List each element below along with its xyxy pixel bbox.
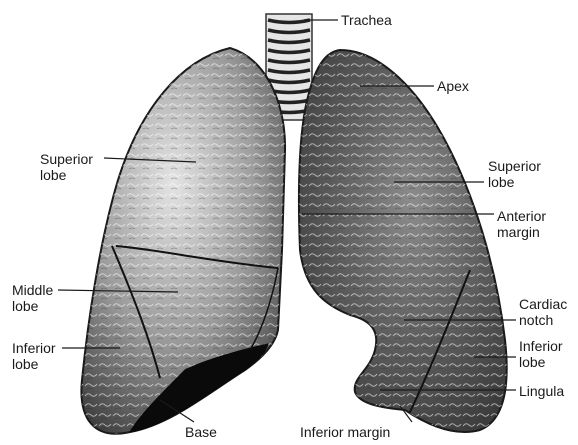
label-lingula: Lingula xyxy=(519,383,564,399)
label-superior-lobe-right: Superior lobe xyxy=(40,151,93,183)
label-middle-lobe: Middle lobe xyxy=(12,282,53,314)
label-superior-lobe-left: Superior lobe xyxy=(488,158,541,190)
label-base: Base xyxy=(185,424,217,440)
label-apex: Apex xyxy=(437,78,469,94)
label-anterior-margin: Anterior margin xyxy=(497,208,546,240)
label-inferior-lobe-left: Inferior lobe xyxy=(519,338,563,370)
label-inferior-margin: Inferior margin xyxy=(300,424,390,440)
label-inferior-lobe-right: Inferior lobe xyxy=(12,340,56,372)
label-cardiac-notch: Cardiac notch xyxy=(519,296,567,328)
label-trachea: Trachea xyxy=(341,12,392,28)
left-lung xyxy=(299,50,507,432)
right-lung xyxy=(81,48,285,434)
